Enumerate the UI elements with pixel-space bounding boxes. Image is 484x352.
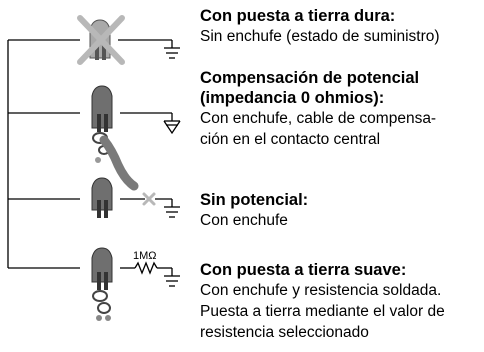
entry-soft-ground: Con puesta a tierra suave: Con enchufe y… — [200, 260, 445, 343]
entry-equipotential: Compensación de potencial (impedancia 0 … — [200, 68, 436, 150]
plug-with-cable-icon — [91, 85, 139, 191]
ground-symbol-icon-3 — [164, 206, 180, 218]
entry-description: Con enchufe — [200, 212, 288, 229]
equipotential-ground-icon — [163, 120, 181, 135]
entry-heading: (impedancia 0 ohmios): — [200, 89, 385, 107]
plug-open-icon — [91, 177, 113, 218]
entry-description: ción en el contacto central — [200, 131, 381, 148]
entry-heading: Sin potencial: — [200, 191, 309, 209]
entry-no-potential: Sin potencial: Con enchufe — [200, 190, 308, 231]
entry-description: Con enchufe, cable de compensa- — [200, 110, 437, 127]
entry-hard-ground: Con puesta a tierra dura: Sin enchufe (e… — [200, 6, 440, 47]
ground-wire-4 — [120, 261, 173, 276]
entry-heading: Con puesta a tierra suave: — [200, 261, 407, 279]
entry-heading: Compensación de potencial — [200, 69, 420, 87]
entry-heading: Con puesta a tierra dura: — [200, 7, 396, 25]
ground-symbol-icon — [164, 47, 180, 59]
entry-description: resistencia seleccionado — [200, 324, 369, 341]
ground-symbol-icon-4 — [164, 275, 180, 287]
ground-wire-1 — [118, 39, 173, 48]
socket-crossed-icon — [77, 15, 125, 65]
entry-description: Sin enchufe (estado de suministro) — [200, 28, 440, 45]
plug-with-resistor-icon — [91, 247, 113, 321]
resistor-label: 1MΩ — [133, 250, 157, 262]
bus-lines — [7, 39, 80, 269]
disconnect-cross-icon — [142, 192, 156, 206]
ground-wire-2 — [120, 112, 173, 121]
entry-description: Puesta a tierra mediante el valor de — [200, 303, 445, 320]
entry-description: Con enchufe y resistencia soldada. — [200, 282, 442, 299]
ground-wire-3 — [120, 198, 173, 207]
